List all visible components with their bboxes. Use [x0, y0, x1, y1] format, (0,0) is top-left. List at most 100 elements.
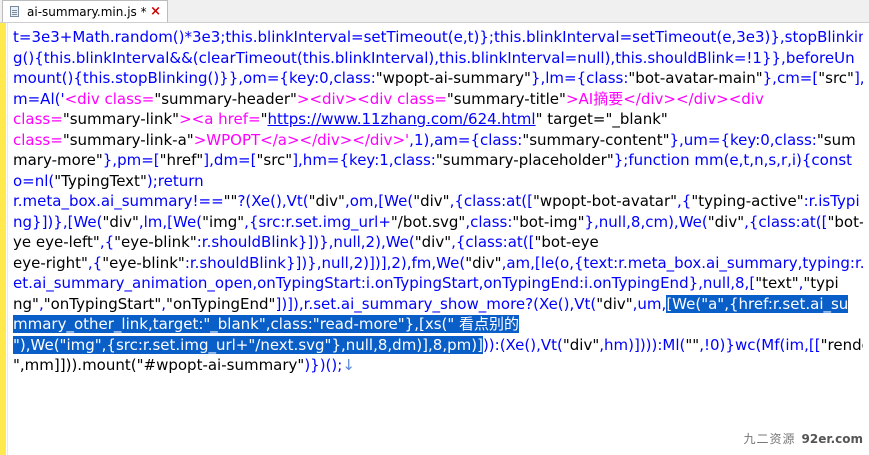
code-line[interactable]: ",mm]])).mount("#wpopt-ai-summary")})();… [13, 355, 863, 376]
code-line[interactable]: m=Al('<div class="summary-header"><div><… [13, 89, 863, 110]
code-token: "summary-content" [522, 130, 670, 149]
code-token: "onTypingEnd" [166, 294, 276, 313]
code-token: "typing-active" [691, 192, 804, 210]
selected-code-token: [We("a",{href:r.set.ai_su [666, 294, 849, 313]
code-token: <div class= [64, 89, 155, 108]
code-token: "eye-blink" [114, 233, 197, 251]
code-token: "bot-avatar-main" [628, 69, 763, 87]
code-line[interactable]: t=3e3+Math.random()*3e3;this.blinkInterv… [13, 27, 863, 48]
code-line[interactable]: class="summary-link-a">WPOPT</a></div></… [13, 130, 863, 151]
code-editor[interactable]: t=3e3+Math.random()*3e3;this.blinkInterv… [13, 27, 863, 376]
file-icon [9, 5, 21, 18]
code-token: class= [13, 130, 63, 149]
code-token: ,!0)}wc(Mf(im,[[ [699, 335, 821, 354]
code-token: "div" [414, 233, 452, 251]
code-token: "img" [202, 212, 245, 231]
code-token: ,{class:at([ [744, 212, 828, 231]
code-token: },um={key:0,class: [669, 130, 817, 149]
code-token: )})(); [304, 356, 343, 374]
code-token: ,{class:at([ [449, 192, 533, 210]
code-token: ng}])},[We( [13, 212, 103, 231]
code-token: ],dm=[ [203, 151, 257, 169]
code-token: },null,8,cm),We( [584, 212, 708, 231]
tab-title: ai-summary.min.js * [27, 4, 147, 19]
tab-file[interactable]: ai-summary.min.js * × [2, 0, 168, 22]
code-line[interactable]: eye-right",{"eye-blink":r.shouldBlink}])… [13, 253, 863, 274]
code-token: , [38, 294, 44, 313]
code-line[interactable]: mmary_other_link,target:"_blank",class:"… [13, 314, 863, 335]
code-token: "onTypingStart" [43, 294, 162, 313]
code-token: ],f [853, 69, 863, 87]
code-token: "typi [803, 274, 839, 292]
code-line[interactable]: ng","onTypingStart","onTypingEnd"])]),r.… [13, 294, 863, 315]
code-token: "summary-link" [62, 110, 180, 128]
code-token: "TypingText" [54, 171, 147, 190]
code-token: mary-more" [13, 151, 103, 169]
code-token: "div" [413, 192, 450, 210]
code-line[interactable]: o=nl("TypingText");return [13, 171, 863, 192]
code-token: "wpopt-ai-summary" [375, 69, 531, 87]
close-icon[interactable]: × [150, 4, 161, 19]
code-token: , [798, 274, 804, 292]
code-token: "eye-blink" [102, 253, 185, 272]
code-token: " [260, 110, 268, 128]
code-token: "/bot.svg" [390, 212, 466, 231]
code-token: class= [13, 110, 63, 128]
code-token: ?(Xe(),Vt( [237, 192, 309, 210]
code-token: ,lm,[We( [138, 212, 203, 231]
code-token: "bot-img" [512, 212, 585, 231]
code-line[interactable]: mary-more"},pm=["href"],dm=["src"],hm={k… [13, 150, 863, 171]
code-token: "div" [308, 192, 345, 210]
code-token: "href" [159, 151, 204, 169]
code-token: "" [685, 335, 700, 354]
code-token: ,hm)]))):Ml( [599, 335, 686, 354]
code-token: ],hm={key:1,class: [292, 151, 436, 169]
watermark-text: 九二资源 [743, 432, 796, 446]
code-token: },pm=[ [102, 151, 160, 169]
watermark: 九二资源 92er.com [744, 430, 863, 447]
code-line[interactable]: ye eye-left",{"eye-blink":r.shouldBlink}… [13, 232, 863, 253]
code-token: "render [820, 335, 863, 354]
code-line[interactable]: g(){this.blinkInterval&&(clearTimeout(th… [13, 48, 863, 69]
tab-bar: ai-summary.min.js * × [0, 0, 869, 23]
code-token: https://www.11zhang.com/624.html [267, 110, 536, 128]
selected-code-token: "),We("img",{src:r.set.img_url+"/next.sv… [13, 335, 483, 354]
code-token: "div" [562, 335, 600, 354]
code-token: );return [146, 171, 204, 190]
code-token: "div" [596, 294, 633, 313]
code-token: ,am,[le(o,{text:r.meta_box.ai_summary,ty… [501, 253, 863, 272]
code-token: mount(){this.stopBlinking()}},om={key:0,… [13, 69, 376, 87]
code-token: " target="_blank" [535, 110, 668, 128]
code-token: , [161, 294, 167, 313]
code-token: "src" [818, 69, 854, 87]
code-token: t=3e3+Math.random()*3e3;this.blinkInterv… [13, 28, 863, 46]
code-token: )):(Xe(),Vt( [482, 335, 563, 354]
code-line[interactable]: r.meta_box.ai_summary!==""?(Xe(),Vt("div… [13, 191, 863, 212]
code-token: "summary-placeholder" [435, 151, 614, 169]
code-token: "summary-link-a" [62, 130, 194, 149]
code-token: "#wpopt-ai-summary" [136, 356, 305, 374]
code-token: ,{ [99, 233, 115, 251]
code-token: ,{ [87, 253, 103, 272]
code-token: "summary-header" [154, 89, 297, 108]
code-token: eye-right" [13, 253, 88, 272]
code-token: "wpopt-bot-avatar" [532, 192, 678, 210]
selected-code-token: mmary_other_link,target:"_blank",class:"… [13, 315, 520, 333]
code-token: "div" [707, 212, 745, 231]
code-line[interactable]: ng}])},[We("div",lm,[We("img",{src:r.set… [13, 212, 863, 233]
code-line[interactable]: class="summary-link"><a href="https://ww… [13, 109, 863, 130]
code-line[interactable]: et.ai_summary_animation_open,onTypingSta… [13, 273, 863, 294]
code-line[interactable]: mount(){this.stopBlinking()}},om={key:0,… [13, 68, 863, 89]
code-token: g(){this.blinkInterval&&(clearTimeout(th… [13, 48, 855, 67]
code-token: ye eye-left" [13, 233, 100, 251]
change-marker-bar [0, 23, 6, 455]
code-token: :r.isTypi [803, 192, 860, 210]
code-token: et.ai_summary_animation_open,onTypingSta… [13, 274, 756, 292]
code-token: "" [223, 192, 238, 210]
code-token: ↓ [342, 356, 355, 374]
code-token: },lm={class: [530, 69, 629, 87]
code-token: "bot-eye [534, 233, 599, 251]
code-token: m=Al(' [13, 89, 65, 108]
code-token: ,om,[We( [344, 192, 414, 210]
code-line[interactable]: "),We("img",{src:r.set.img_url+"/next.sv… [13, 335, 863, 356]
